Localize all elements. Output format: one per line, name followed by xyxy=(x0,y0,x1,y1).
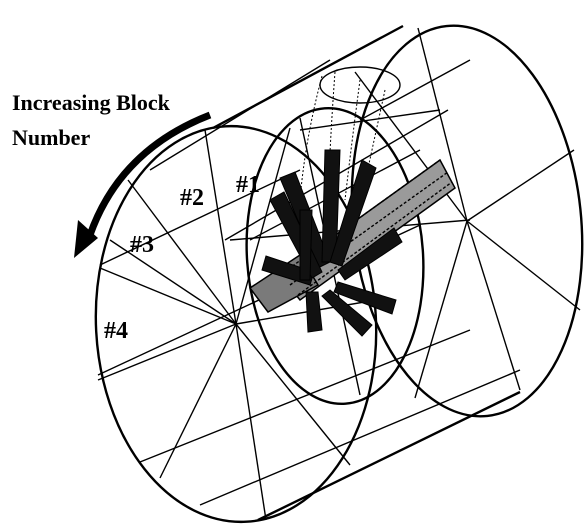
caption-line-2: Number xyxy=(12,125,90,150)
block-label-3: #3 xyxy=(130,232,154,258)
caption: Increasing Block Number xyxy=(12,90,171,150)
caption-line-1: Increasing Block xyxy=(12,90,171,115)
block-labels: #1 #2 #3 #4 xyxy=(104,172,260,344)
block-label-4: #4 xyxy=(104,318,128,344)
block-label-2: #2 xyxy=(180,185,204,211)
block-label-1: #1 xyxy=(236,172,260,198)
